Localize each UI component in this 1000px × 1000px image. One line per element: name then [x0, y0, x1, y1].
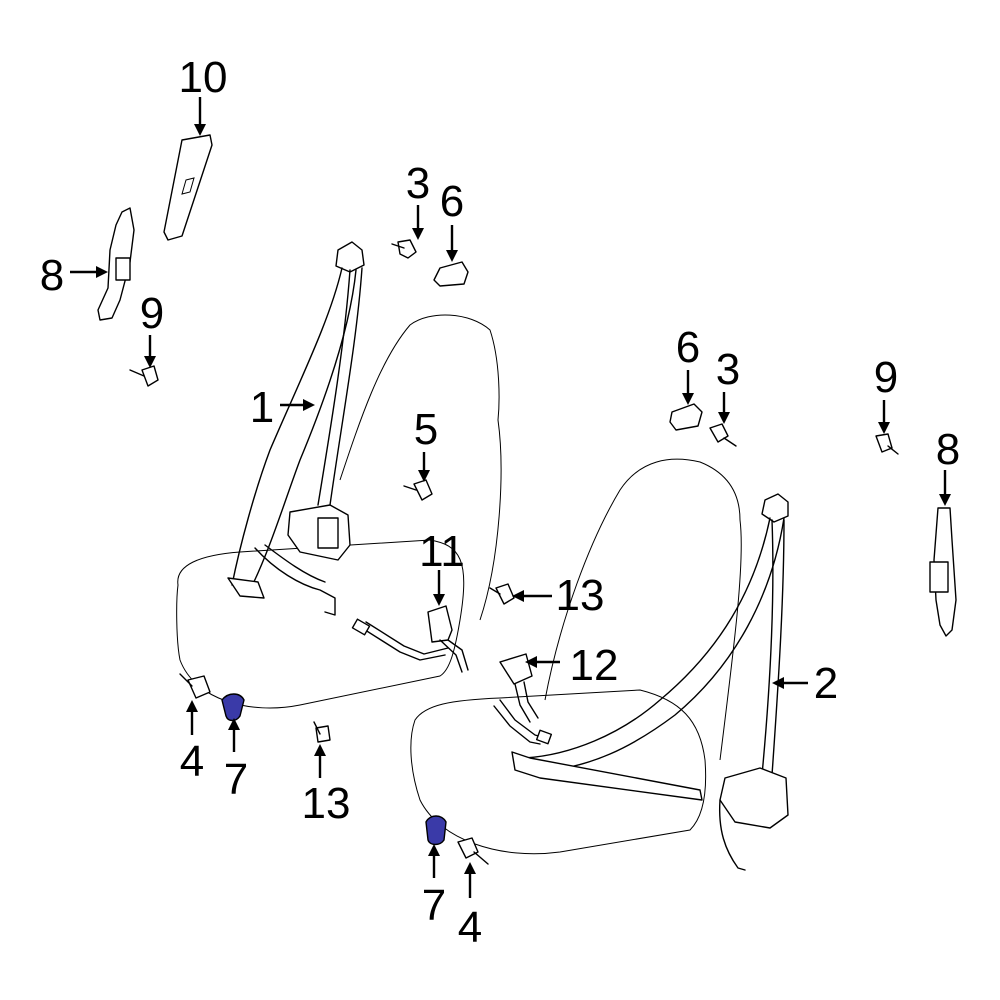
callout-6-left: 6: [440, 177, 464, 226]
callout-1: 1: [250, 383, 274, 432]
right-height-adjuster: [929, 507, 957, 637]
bolt-5: [403, 479, 433, 501]
callout-8-right: 8: [936, 425, 960, 474]
left-seat: [176, 314, 502, 709]
cap-7-right: [425, 815, 447, 846]
right-seat-belt-assembly: [511, 493, 789, 871]
bolt-4-left: [179, 673, 211, 699]
left-buckle-assembly: [351, 605, 469, 673]
callout-10: 10: [179, 53, 228, 102]
cap-7-left: [221, 693, 245, 722]
left-anchor-cover: [433, 261, 469, 287]
leader-arrows: [70, 97, 951, 898]
callout-labels: 10 8 9 3 6 1 5 11 13 12 6 3 9 8 2 4 7 13…: [40, 53, 960, 952]
bolt-9-right: [875, 433, 899, 455]
pillar-trim-cover: [163, 134, 213, 241]
callout-11: 11: [419, 527, 465, 576]
callout-9-left: 9: [140, 289, 164, 338]
callout-13-upper: 13: [556, 571, 605, 620]
callout-6-right: 6: [676, 323, 700, 372]
callout-12: 12: [570, 641, 619, 690]
callout-3-right: 3: [716, 345, 740, 394]
callout-5: 5: [414, 405, 438, 454]
callout-4-left: 4: [180, 737, 204, 786]
callout-7-left: 7: [224, 755, 248, 804]
callout-9-right: 9: [874, 353, 898, 402]
bolt-3-right: [709, 423, 737, 447]
right-seat: [410, 458, 742, 855]
bolt-13-lower: [313, 721, 331, 743]
left-height-adjuster: [97, 207, 135, 321]
bolt-9-left: [129, 365, 159, 387]
callout-8-left: 8: [40, 251, 64, 300]
right-anchor-cover: [669, 403, 703, 431]
bolt-13-upper: [489, 583, 515, 605]
callout-4-right: 4: [458, 903, 482, 952]
callout-3-left: 3: [406, 159, 430, 208]
left-seat-belt-assembly: [227, 241, 365, 616]
bolt-3-left: [391, 239, 417, 259]
bolt-4-right: [457, 837, 489, 865]
callout-13-lower: 13: [302, 779, 351, 828]
callout-2: 2: [814, 659, 838, 708]
right-buckle-assembly: [493, 653, 553, 745]
callout-7-right: 7: [422, 881, 446, 930]
